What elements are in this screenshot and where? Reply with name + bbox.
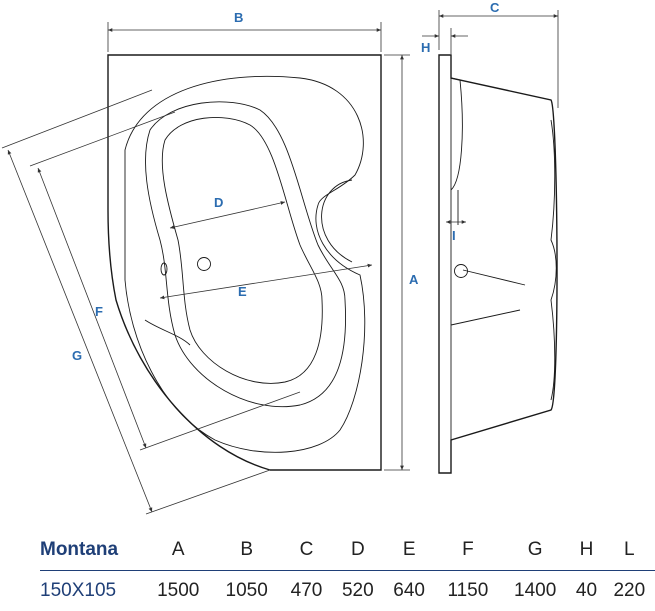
model-size: 150X105 bbox=[40, 580, 117, 601]
tub-outer-outline bbox=[107, 54, 382, 471]
tub-side-apron bbox=[450, 77, 463, 191]
tub-basin-outer bbox=[145, 101, 346, 407]
drain-icon bbox=[197, 257, 211, 271]
dimension-label-c: C bbox=[490, 0, 500, 15]
bathtub-dimension-drawing: B A D E F G bbox=[1, 0, 559, 515]
table-header: C bbox=[280, 530, 333, 571]
dimensions-table: Montana A B C D E F G H L 150X105 1500 1… bbox=[40, 530, 655, 611]
table-header: L bbox=[603, 530, 655, 571]
tub-basin-inner bbox=[161, 117, 323, 384]
dimension-a: A bbox=[384, 54, 419, 471]
dimension-g: G bbox=[1, 89, 271, 515]
table-cell: 40 bbox=[575, 580, 598, 601]
tub-headrest bbox=[321, 179, 353, 263]
dimension-c: C bbox=[438, 0, 559, 108]
table-cell: 470 bbox=[290, 580, 323, 601]
table-cell: 1150 bbox=[447, 580, 489, 601]
table-cell: 520 bbox=[341, 580, 374, 601]
table-header: E bbox=[383, 530, 435, 571]
tub-side-view bbox=[438, 54, 558, 474]
dimension-label-h: H bbox=[421, 40, 430, 55]
tub-top-view bbox=[107, 54, 382, 471]
dimension-i: I bbox=[446, 220, 466, 243]
dimension-h: H bbox=[421, 28, 468, 55]
table-cell: 1050 bbox=[225, 580, 268, 601]
dimension-label-d: D bbox=[214, 195, 223, 210]
dimension-label-g: G bbox=[72, 348, 82, 363]
tub-side-curve bbox=[144, 319, 191, 346]
tub-rim-contour bbox=[124, 75, 366, 453]
table-header-row: Montana A B C D E F G H L bbox=[40, 530, 655, 571]
table-header: G bbox=[500, 530, 570, 571]
dimension-e: E bbox=[159, 263, 373, 300]
table-header: F bbox=[434, 530, 501, 571]
dimension-label-i: I bbox=[452, 228, 456, 243]
table-header: B bbox=[212, 530, 281, 571]
table-cell: 1500 bbox=[157, 580, 200, 601]
dimension-b: B bbox=[107, 10, 382, 52]
table-header: D bbox=[332, 530, 384, 571]
dimension-f: F bbox=[29, 111, 301, 451]
table-cell: 220 bbox=[613, 580, 646, 601]
dimension-label-a: A bbox=[409, 272, 419, 287]
table-cell: 640 bbox=[393, 580, 425, 601]
dimension-d: D bbox=[169, 195, 286, 229]
tub-side-outline bbox=[438, 54, 558, 474]
table-header: A bbox=[144, 530, 213, 571]
model-name: Montana bbox=[40, 530, 144, 571]
table-header: H bbox=[569, 530, 604, 571]
side-drain-icon bbox=[454, 264, 468, 278]
dimension-label-b: B bbox=[234, 10, 243, 25]
dimension-label-f: F bbox=[95, 304, 103, 319]
overflow-icon bbox=[160, 262, 168, 276]
dimension-label-e: E bbox=[238, 284, 247, 299]
table-row: 150X105 1500 1050 470 520 640 1150 1400 … bbox=[40, 571, 655, 611]
table-cell: 1400 bbox=[514, 580, 557, 601]
